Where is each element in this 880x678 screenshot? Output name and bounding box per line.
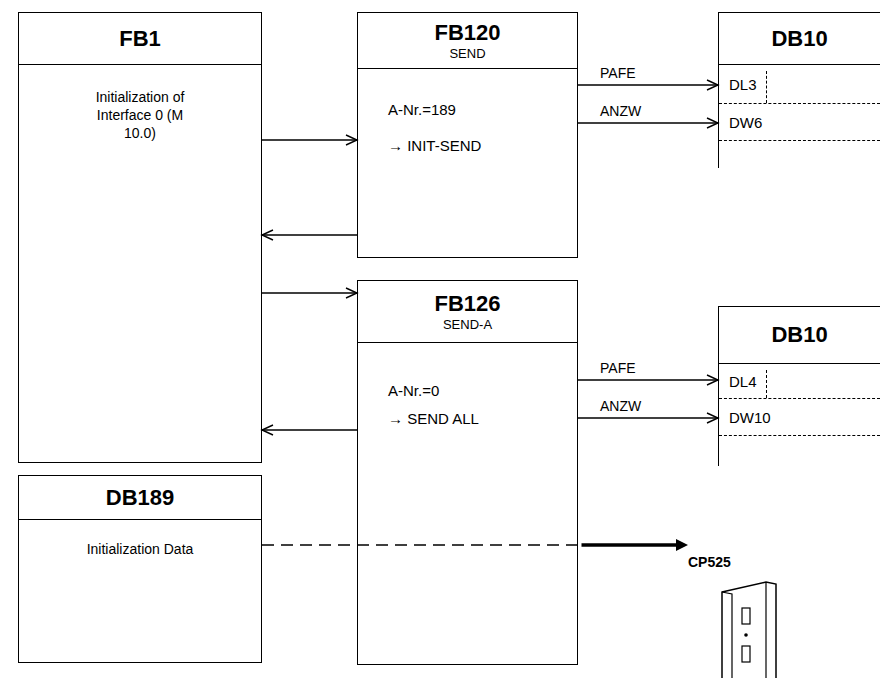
data-word-label: DW6 [729, 114, 762, 132]
connector-arrow [578, 375, 718, 385]
connector-arrow [262, 425, 357, 435]
connector-line [578, 84, 718, 85]
block-header: DB189 [19, 476, 261, 520]
connector-line [578, 122, 718, 123]
block-header: DB10 [719, 307, 880, 364]
block-description: Initialization Data [30, 540, 250, 558]
block-header: FB120SEND [358, 13, 577, 69]
function-block-box: FB126SEND-A A-Nr.=0 → SEND ALL [357, 280, 578, 665]
byte-divider [766, 71, 767, 103]
operation-text: → INIT-SEND [388, 137, 481, 155]
arrow-head [707, 375, 718, 385]
block-title: DB189 [106, 485, 174, 511]
arrow-head [346, 135, 357, 145]
module-label: CP525 [688, 554, 731, 570]
data-row: DL4 [719, 364, 880, 399]
block-description: Initialization of Interface 0 (M 10.0) [84, 88, 196, 142]
block-title: DB10 [771, 26, 827, 52]
connector-arrow [262, 288, 357, 298]
block-header: FB1 [19, 13, 261, 65]
module-card: CP525 [688, 540, 798, 678]
connector-arrow [262, 539, 688, 551]
connector-arrow [262, 135, 357, 145]
connector-line [262, 139, 357, 140]
connector-arrow [262, 230, 357, 240]
arrow-head [262, 230, 273, 240]
thick-path [582, 543, 681, 547]
edge-label: PAFE [598, 360, 638, 376]
arrow-head [707, 118, 718, 128]
parameter-text: A-Nr.=189 [388, 101, 456, 119]
function-block-box: FB1Initialization of Interface 0 (M 10.0… [18, 12, 262, 463]
arrow-head [707, 80, 718, 90]
data-word-label: DL3 [729, 76, 757, 94]
block-title: FB1 [119, 26, 161, 52]
block-header: FB126SEND-A [358, 281, 577, 343]
connector-arrow [578, 80, 718, 90]
data-word-label: DL4 [729, 373, 757, 391]
block-title: FB120 [434, 20, 500, 46]
connector-line [262, 292, 357, 293]
data-block-box: DB10DL4DW10 [718, 306, 880, 466]
data-row: DW10 [719, 399, 880, 436]
block-subtitle: SEND-A [443, 317, 492, 332]
connector-line [262, 429, 357, 430]
connector-line [262, 234, 357, 235]
arrow-head [262, 425, 273, 435]
data-block-box: DB10DL3DW6 [718, 12, 880, 168]
function-block-box: FB120SEND A-Nr.=189 → INIT-SEND [357, 12, 578, 258]
block-title: DB10 [771, 322, 827, 348]
data-row: DL3 [719, 65, 880, 104]
byte-divider [766, 370, 767, 398]
block-subtitle: SEND [449, 46, 485, 61]
connector-arrow [578, 413, 718, 423]
data-row: DW6 [719, 104, 880, 141]
dashed-path [262, 544, 582, 545]
block-header: DB10 [719, 13, 880, 65]
edge-label: PAFE [598, 65, 638, 81]
operation-text: → SEND ALL [388, 410, 479, 428]
arrow-head [676, 539, 688, 551]
connector-line [578, 417, 718, 418]
edge-label: ANZW [598, 398, 643, 414]
arrow-head [346, 288, 357, 298]
function-block-box: DB189Initialization Data [18, 475, 262, 663]
data-word-label: DW10 [729, 409, 771, 427]
connector-arrow [578, 118, 718, 128]
connector-line [578, 379, 718, 380]
arrow-head [707, 413, 718, 423]
edge-label: ANZW [598, 103, 643, 119]
module-card-drawing [718, 580, 788, 678]
parameter-text: A-Nr.=0 [388, 382, 439, 400]
block-title: FB126 [434, 291, 500, 317]
